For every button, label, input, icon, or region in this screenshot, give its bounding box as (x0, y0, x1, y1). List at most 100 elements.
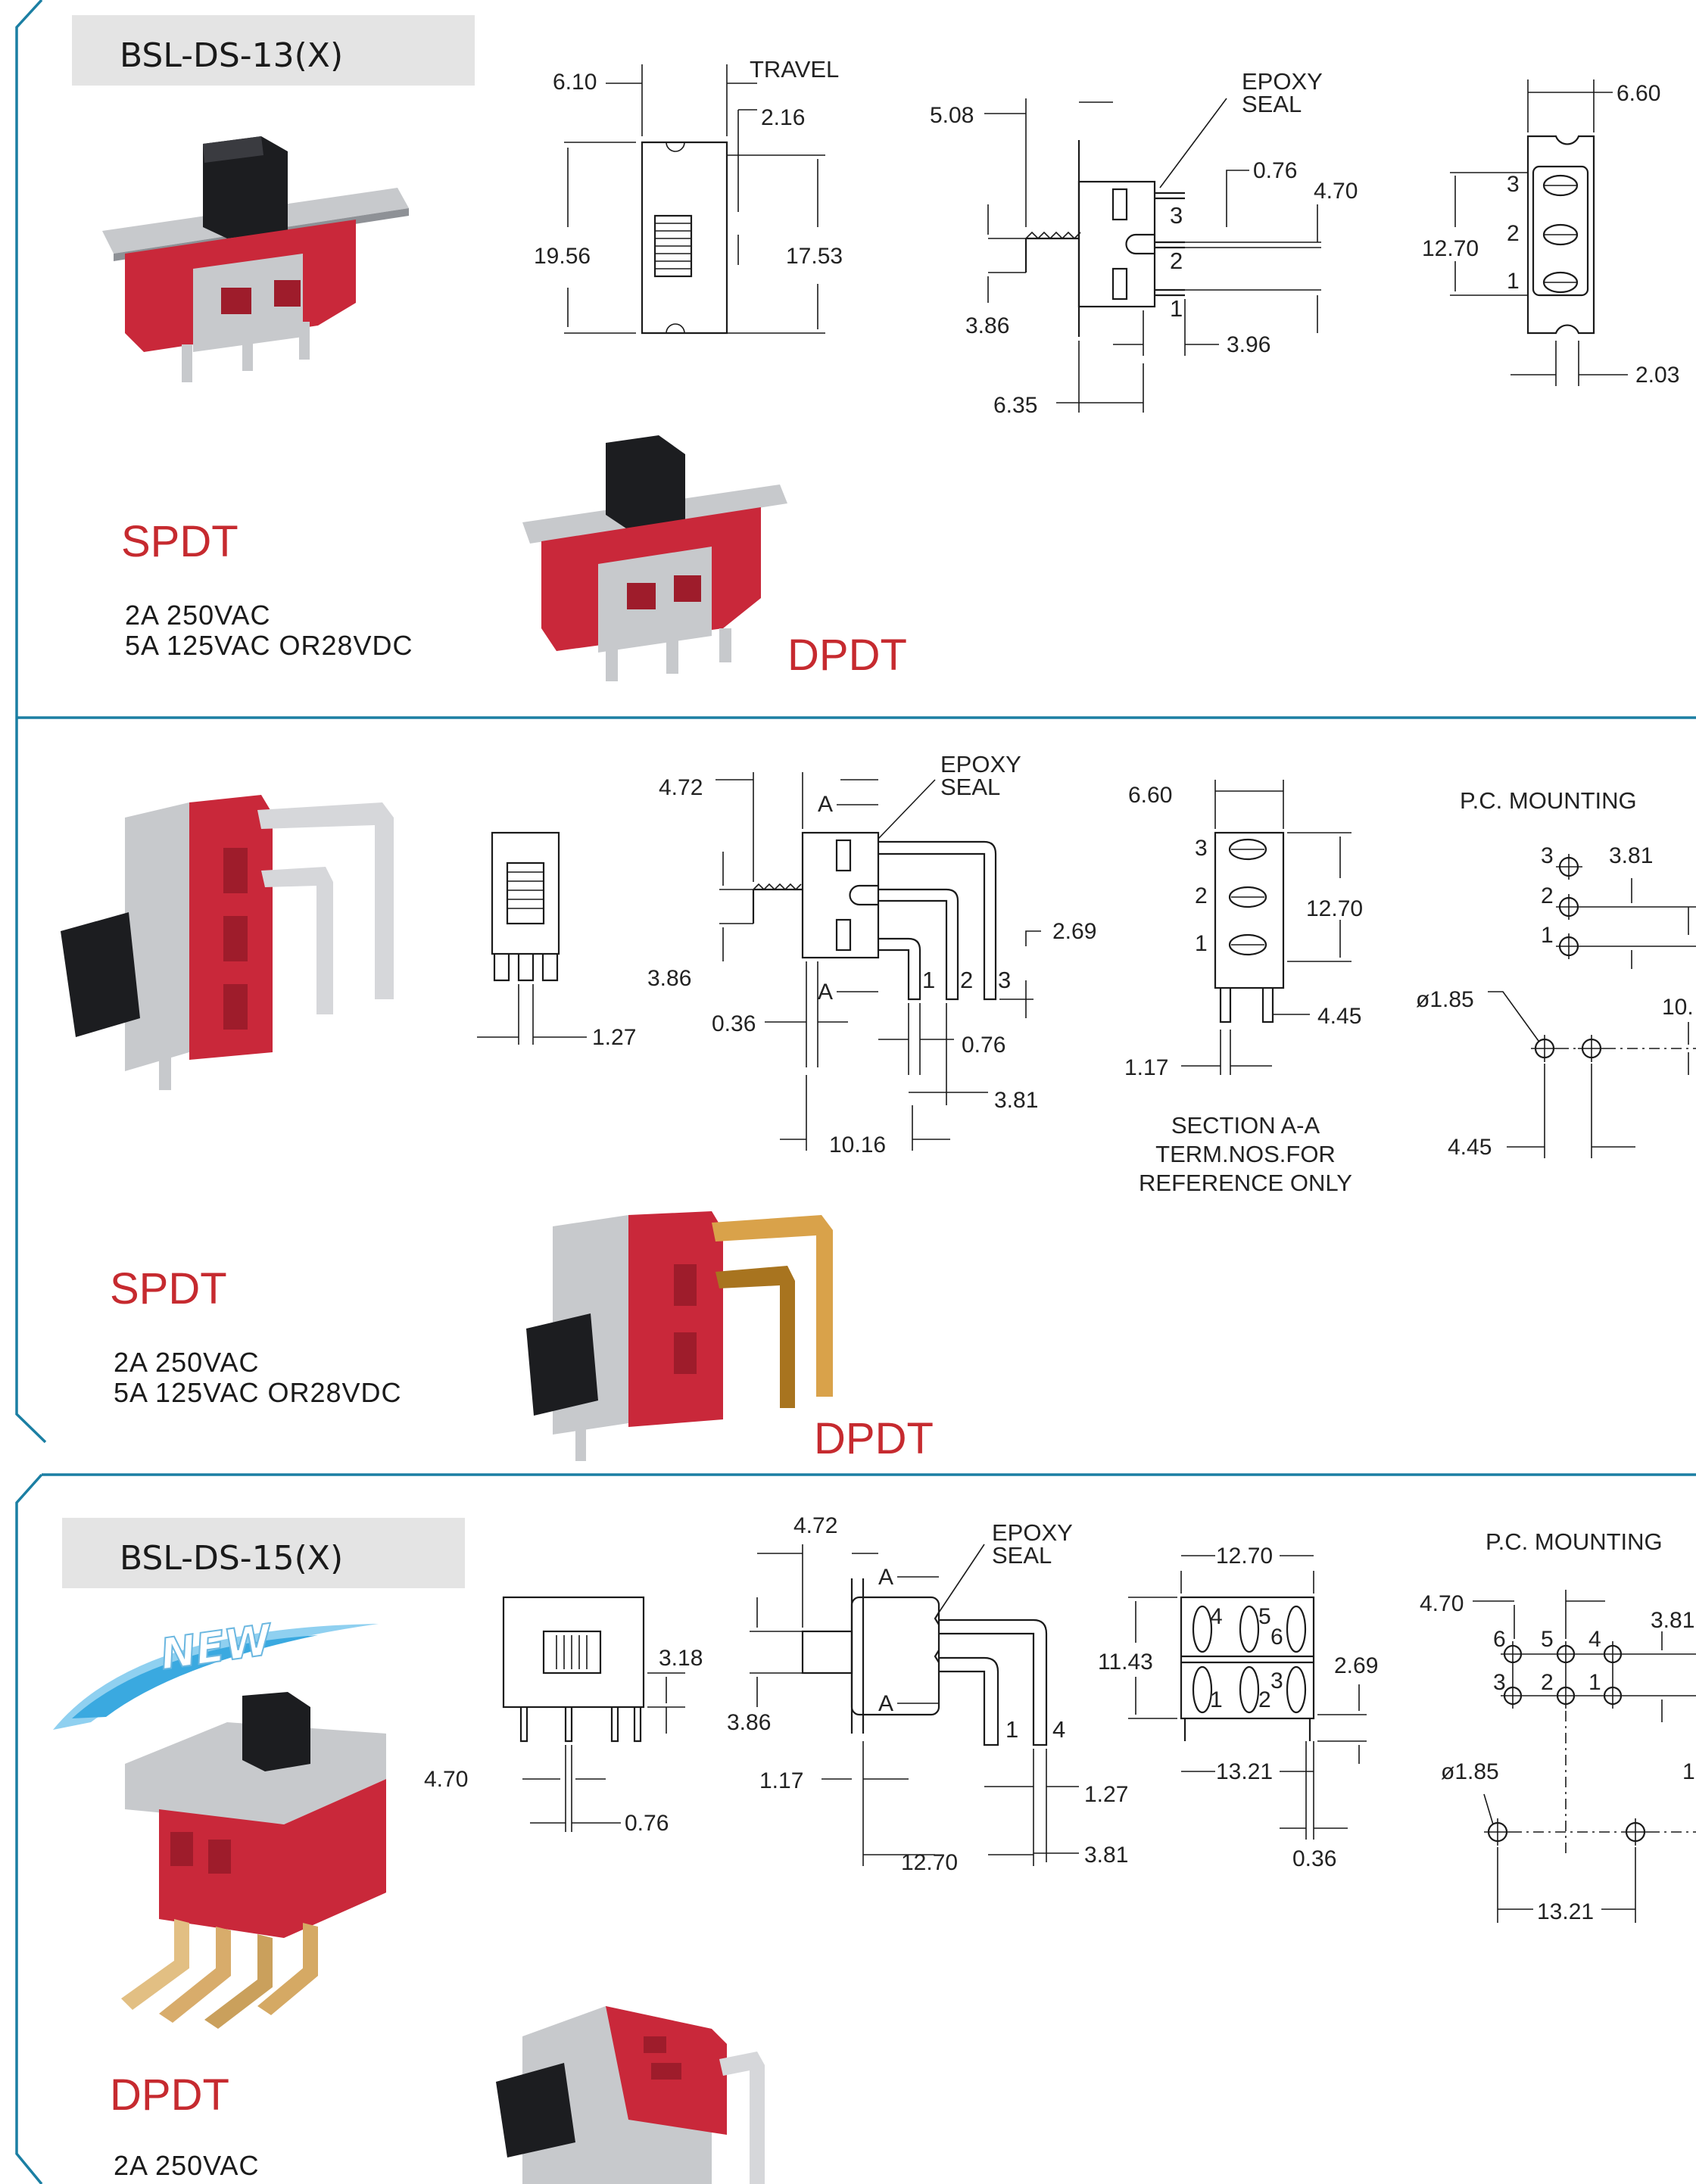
drawing-ds15-pc-mounting: P.C. MOUNTING 6 5 4 3 2 1 4.70 3 (1420, 1528, 1696, 1924)
rating-line-1: 2A 250VAC (125, 600, 270, 631)
pcm-pin-3: 3 (1493, 1670, 1506, 1695)
pin-2: 2 (960, 967, 973, 993)
dim-12-70: 12.70 (901, 1850, 958, 1875)
drawing-side-right-angle: 1 2 3 EPOXY SEAL A A 4.72 3.86 0.36 (647, 751, 1096, 1157)
term-pin-4: 4 (1210, 1604, 1223, 1629)
section-frames (15, 0, 1696, 2184)
dim-dia-1-85: ø1.85 (1441, 1759, 1499, 1784)
dim-3-86: 3.86 (727, 1710, 771, 1735)
epoxy-label-2: SEAL (1242, 91, 1302, 117)
section-mark-a: A (878, 1565, 893, 1590)
drawing-top-view: 6.10 TRAVEL 2.16 19.56 17.53 (534, 56, 843, 335)
dim-1-17: 1.17 (759, 1768, 803, 1793)
dim-3-86: 3.86 (965, 313, 1009, 338)
type-label-dpdt: DPDT (787, 631, 907, 680)
dim-4-45: 4.45 (1317, 1004, 1361, 1029)
aa-pin-2: 2 (1195, 883, 1208, 908)
pcm-pin-1: 1 (1541, 923, 1554, 948)
dim-13-21: 13.21 (1216, 1759, 1273, 1784)
dim-11-43: 11.43 (1098, 1650, 1153, 1675)
pin-1: 1 (1170, 295, 1183, 322)
pin-1: 1 (922, 967, 935, 993)
dim-3-81: 3.81 (1084, 1843, 1128, 1868)
section-caption-1: SECTION A-A (1171, 1112, 1320, 1139)
dim-0-76: 0.76 (962, 1033, 1005, 1058)
pcm-pin-2: 2 (1541, 883, 1554, 908)
section-mark-a: A (818, 792, 833, 817)
dim-4-70: 4.70 (1420, 1591, 1464, 1616)
dim-4-45: 4.45 (1448, 1135, 1492, 1160)
dim-partial: 1: (1682, 1759, 1696, 1784)
dim-0-36: 0.36 (1292, 1846, 1336, 1871)
dim-4-72: 4.72 (793, 1513, 837, 1538)
dim-4-72: 4.72 (659, 775, 703, 800)
product-photo-right-angle (61, 795, 394, 1090)
dim-1-27: 1.27 (1084, 1782, 1128, 1807)
dim-2-69: 2.69 (1334, 1653, 1378, 1678)
dim-2-69: 2.69 (1052, 919, 1096, 944)
dim-17-53: 17.53 (786, 244, 843, 269)
epoxy-label-2: SEAL (940, 774, 1000, 800)
pcm-pin-3: 3 (1541, 843, 1554, 868)
end-pin-1: 1 (1507, 269, 1520, 294)
term-pin-5: 5 (1258, 1604, 1271, 1629)
epoxy-label-1: EPOXY (940, 751, 1021, 777)
dim-2-03: 2.03 (1635, 363, 1679, 388)
dim-0-36: 0.36 (712, 1011, 756, 1036)
drawing-ds15-side: 1 4 EPOXY SEAL A A 4.72 3.86 1.17 (727, 1513, 1128, 1875)
term-pin-1: 1 (1210, 1687, 1223, 1712)
dim-5-08: 5.08 (930, 103, 974, 128)
dim-6-10: 6.10 (553, 70, 597, 95)
end-pin-3: 3 (1507, 172, 1520, 197)
section-mark-a-2: A (878, 1691, 893, 1716)
aa-pin-1: 1 (1195, 931, 1208, 956)
product-photo-ds15 (121, 1692, 386, 2029)
rating-line-1: 2A 250VAC (114, 1347, 259, 1378)
dim-dia-1-85: ø1.85 (1416, 987, 1474, 1012)
pin-4: 4 (1052, 1716, 1065, 1743)
dim-1-27: 1.27 (592, 1025, 636, 1050)
term-pin-3: 3 (1270, 1668, 1283, 1693)
drawing-front-view: 1.27 (477, 831, 636, 1050)
section-mark-a-2: A (818, 980, 833, 1005)
dim-10-16: 10.16 (829, 1133, 886, 1157)
drawing-ds15-terminal: 4 5 6 1 2 3 12.70 11.43 2.69 13.21 (1098, 1544, 1378, 1871)
dim-6-60: 6.60 (1128, 783, 1172, 808)
model-title: BSL-DS-13(X) (120, 36, 343, 75)
type-label-dpdt: DPDT (814, 1414, 934, 1463)
rating-line-1: 2A 250VAC (114, 2150, 259, 2181)
pcm-pin-6: 6 (1493, 1627, 1506, 1652)
drawing-ds15-front: 3.18 4.70 0.76 (424, 1596, 703, 1836)
model-header-bg (72, 15, 475, 86)
drawing-end-view: 3 2 1 6.60 12.70 2.03 (1422, 79, 1679, 388)
section-caption-2: TERM.NOS.FOR (1155, 1141, 1336, 1167)
drawing-side-view: 3 2 1 EPOXY SEAL 5.08 0.76 4.70 3.86 (930, 68, 1358, 418)
pcm-pin-4: 4 (1588, 1627, 1601, 1652)
rating-line-2: 5A 125VAC OR28VDC (125, 630, 413, 661)
pin-3: 3 (1170, 202, 1183, 229)
dim-3-81: 3.81 (1609, 843, 1653, 868)
dim-4-70: 4.70 (1314, 179, 1358, 204)
model-title: BSL-DS-15(X) (120, 1539, 343, 1578)
dim-3-86: 3.86 (647, 966, 691, 991)
drawing-pc-mounting: P.C. MOUNTING 3 2 1 3.81 ø1.85 10. (1416, 787, 1696, 1160)
new-badge-text: NEW (157, 1615, 277, 1680)
section-ds15: BSL-DS-15(X) NEW DPDT 2A 250VAC (53, 1513, 1696, 2184)
end-pin-2: 2 (1507, 221, 1520, 246)
pcm-pin-2: 2 (1541, 1670, 1554, 1695)
type-label-dpdt: DPDT (110, 2070, 229, 2120)
dim-1-17: 1.17 (1124, 1055, 1168, 1080)
dim-3-81: 3.81 (994, 1088, 1038, 1113)
product-photo-ds15-side (496, 2006, 765, 2184)
pcm-pin-1: 1 (1588, 1670, 1601, 1695)
aa-pin-3: 3 (1195, 836, 1208, 861)
dim-12-70: 12.70 (1216, 1544, 1273, 1569)
dim-12-70: 12.70 (1422, 236, 1479, 261)
type-label-spdt: SPDT (121, 517, 238, 566)
dim-4-70: 4.70 (424, 1767, 468, 1792)
new-badge: NEW (53, 1615, 379, 1730)
dim-0-76: 0.76 (1253, 158, 1297, 183)
rating-line-2: 5A 125VAC OR28VDC (114, 1377, 402, 1408)
pin-3: 3 (998, 967, 1011, 993)
drawing-section-aa: 3 2 1 6.60 12.70 4.45 1.17 SECTION A-A T… (1124, 780, 1363, 1196)
